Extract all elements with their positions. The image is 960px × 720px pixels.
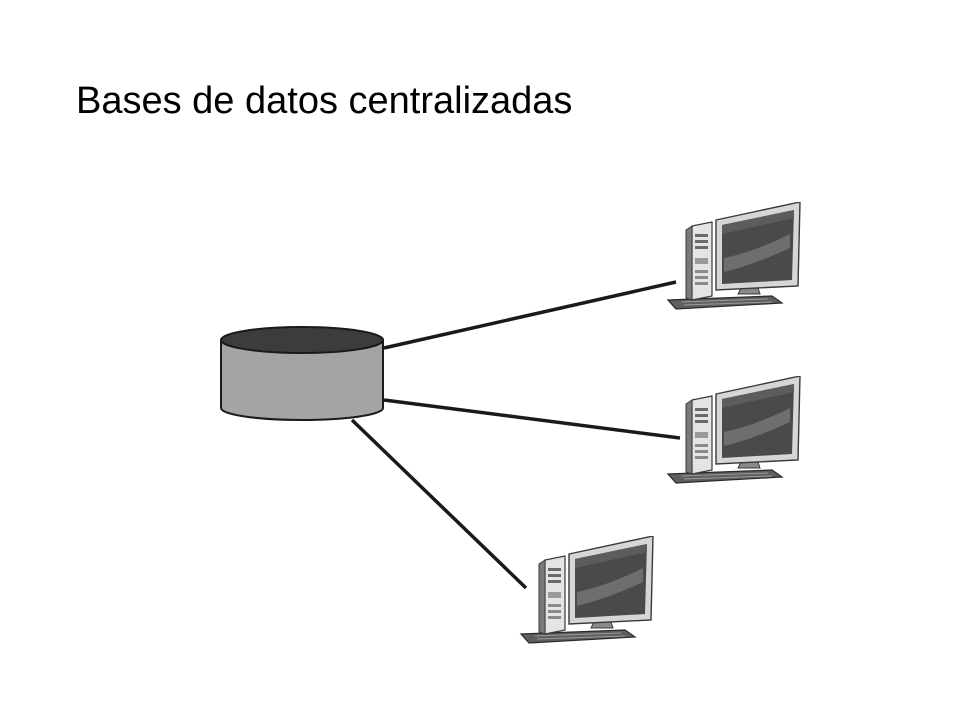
connection-line-3 [350,418,528,590]
desktop-computer-icon [667,376,801,484]
connection-line-2 [383,398,681,440]
database-cylinder-icon [220,326,384,421]
desktop-computer-icon [520,536,654,644]
connection-line-1 [383,280,677,350]
desktop-computer-icon [667,202,801,310]
slide-title: Bases de datos centralizadas [76,80,573,122]
